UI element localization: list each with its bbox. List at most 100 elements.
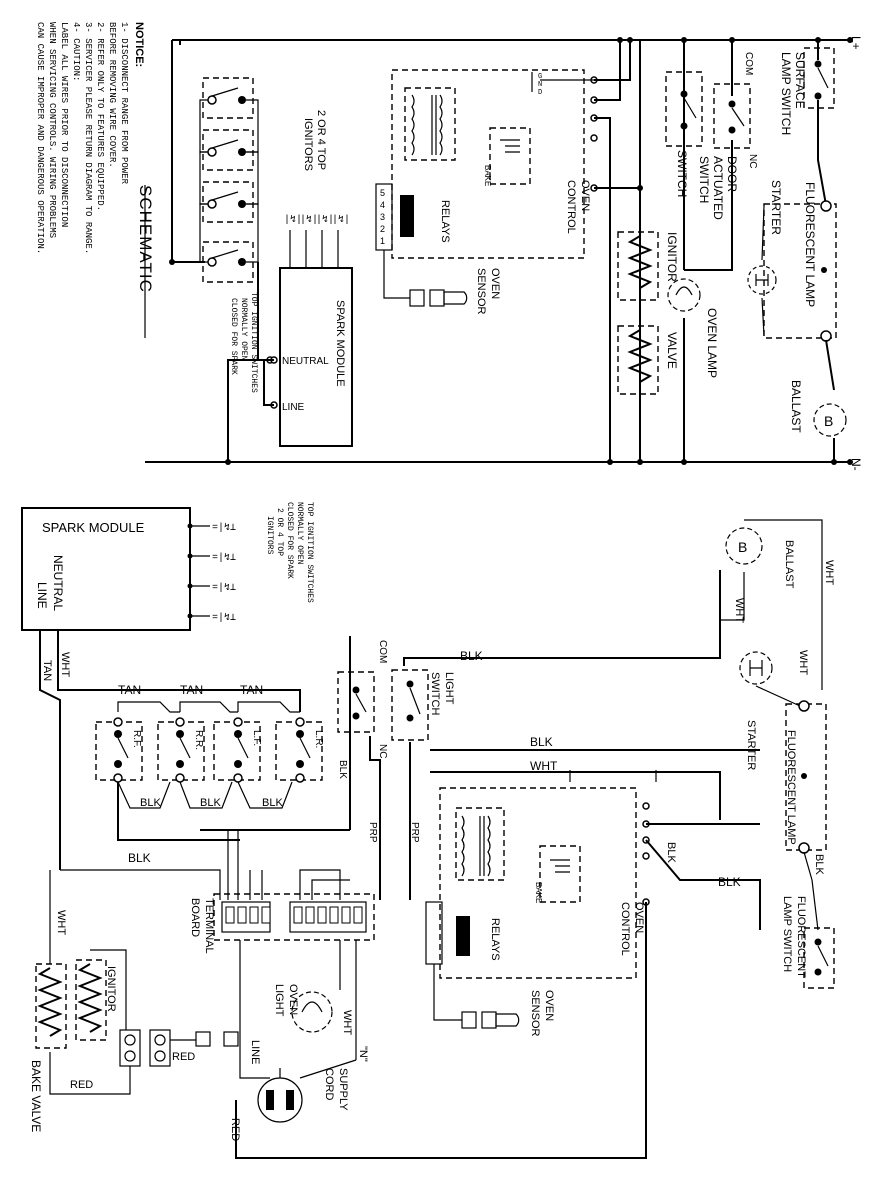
svg-text:WHT: WHT: [797, 650, 809, 675]
svg-text:NEUTRAL: NEUTRAL: [51, 555, 65, 611]
svg-text:WHT: WHT: [341, 1010, 353, 1035]
svg-text:FLUORESCENT LAMP: FLUORESCENT LAMP: [803, 182, 817, 307]
svg-text:FLUORESCENT: FLUORESCENT: [795, 896, 807, 978]
svg-text:SUPPLY: SUPPLY: [337, 1068, 349, 1111]
oven-sensor-wiring: OVEN SENSOR: [433, 964, 555, 1037]
svg-text:3: 3: [380, 212, 385, 222]
svg-text:BLK: BLK: [262, 797, 283, 809]
top-ignition-note-wiring: TOP IGNITION SWITCHES NORMALLY OPEN CLOS…: [265, 502, 314, 603]
oven-sensor-schematic: OVEN SENSOR: [383, 250, 501, 315]
svg-text:PRP: PRP: [367, 822, 378, 843]
svg-text:OVEN: OVEN: [633, 902, 645, 933]
notice-line: 3- SERVICER PLEASE RETURN DIAGRAM TO RAN…: [83, 22, 93, 254]
svg-text:TAN: TAN: [118, 683, 141, 697]
svg-text:TERMINAL: TERMINAL: [203, 898, 215, 954]
svg-text:LINE: LINE: [249, 1040, 261, 1064]
svg-text:G: G: [538, 73, 542, 81]
svg-text:WHT: WHT: [530, 759, 558, 773]
svg-text:WHT: WHT: [733, 598, 745, 623]
svg-text:IGNITOR: IGNITOR: [665, 232, 679, 282]
svg-text:N: N: [538, 81, 542, 89]
svg-text:WHT: WHT: [823, 560, 835, 585]
svg-text:BLK: BLK: [460, 649, 483, 663]
notice-line: LABEL ALL WIRES PRIOR TO DISCONNECTION: [59, 22, 69, 227]
svg-text:SPARK MODULE: SPARK MODULE: [42, 520, 145, 535]
svg-text:BLK: BLK: [140, 797, 161, 809]
svg-text:LIGHT: LIGHT: [273, 984, 285, 1017]
svg-text:TAN: TAN: [180, 683, 203, 697]
svg-text:IGNITORS: IGNITORS: [265, 516, 274, 555]
oven-light-wiring: OVEN LIGHT WHT: [273, 940, 357, 1060]
svg-text:SENSOR: SENSOR: [529, 990, 541, 1037]
svg-text:NORMALLY OPEN: NORMALLY OPEN: [239, 298, 248, 361]
svg-text:|↯|: |↯|: [300, 214, 318, 226]
notice-line: 1- DISCONNECT RANGE FROM POWER: [119, 22, 129, 185]
svg-text:BAKE VALVE: BAKE VALVE: [29, 1060, 43, 1132]
svg-text:=|↯⊥: =|↯⊥: [212, 522, 236, 534]
svg-text:OVEN: OVEN: [287, 984, 299, 1015]
svg-text:CONTROL: CONTROL: [619, 902, 631, 956]
svg-text:LAMP SWITCH: LAMP SWITCH: [781, 896, 793, 972]
ignitor-bake-valve: IGNITOR BAKE VALVE WHT RED RED RED: [29, 870, 241, 1141]
svg-text:WHT: WHT: [55, 910, 67, 935]
notice-line: WHEN SERVICING CONTROLS. WIRING PROBLEMS: [47, 22, 57, 238]
svg-text:BAKE: BAKE: [534, 882, 543, 903]
svg-text:4: 4: [380, 200, 385, 210]
svg-text:RELAYS: RELAYS: [489, 918, 501, 961]
surface-lamp-switch-schematic: SURFACE LAMP SWITCH: [779, 37, 835, 206]
svg-text:TAN: TAN: [240, 683, 263, 697]
svg-text:L.R.: L.R.: [313, 730, 324, 748]
top-ignition-note: TOP IGNITION SWITCHES NORMALLY OPEN CLOS…: [229, 292, 258, 393]
svg-text:BLK: BLK: [200, 797, 221, 809]
svg-text:B: B: [824, 413, 833, 429]
line-label: LINE: [282, 402, 305, 413]
svg-text:OVEN: OVEN: [489, 268, 501, 299]
svg-text:BOARD: BOARD: [189, 898, 201, 937]
fluorescent-lamp-schematic: FLUORESCENT LAMP STARTER B BALLAST: [747, 180, 847, 465]
top-ignition-switches: [199, 77, 259, 283]
svg-text:=|↯⊥: =|↯⊥: [212, 612, 236, 624]
ignitors-label: 2 OR 4 TOP: [315, 110, 327, 170]
svg-text:FLUORESCENT LAMP: FLUORESCENT LAMP: [785, 730, 797, 845]
svg-text:|↯|: |↯|: [284, 214, 302, 226]
svg-text:PRP: PRP: [409, 822, 420, 843]
svg-text:OVEN LAMP: OVEN LAMP: [705, 308, 719, 378]
svg-text:R.R.: R.R.: [193, 730, 204, 750]
oven-control-wiring: BAKE RELAYS OVEN CONTROL: [425, 770, 657, 979]
spark-module-label: SPARK MODULE: [334, 300, 346, 387]
wiring-section: SPARK MODULE NEUTRAL LINE =|↯⊥ =|↯⊥ =|↯⊥…: [21, 502, 835, 1159]
notice-title: NOTICE:: [133, 22, 145, 67]
svg-text:TOP IGNITION SWITCHES: TOP IGNITION SWITCHES: [249, 292, 258, 393]
svg-text:BALLAST: BALLAST: [789, 380, 803, 433]
svg-text:=|↯⊥: =|↯⊥: [212, 582, 236, 594]
svg-text:CLOSED FOR SPARK: CLOSED FOR SPARK: [229, 298, 238, 375]
svg-text:TAN: TAN: [41, 660, 53, 681]
notice-line: CAN CAUSE IMPROPER AND DANGEROUS OPERATI…: [35, 22, 45, 254]
svg-text:NORMALLY OPEN: NORMALLY OPEN: [295, 502, 304, 565]
door-switch-wiring: COM NC BLK PRP: [337, 636, 388, 900]
svg-text:CORD: CORD: [323, 1068, 335, 1100]
notice-line: BEFORE REMOVING WIRE COVER.: [107, 22, 117, 168]
door-actuated-switch-schematic: COM NC DOOR ACTUATED SWITCH: [684, 37, 758, 271]
svg-text:CLOSED FOR SPARK: CLOSED FOR SPARK: [285, 502, 294, 579]
neutral-label: NEUTRAL: [282, 356, 329, 367]
svg-text:SENSOR: SENSOR: [475, 268, 487, 315]
ignitors-label: IGNITORS: [302, 118, 314, 171]
light-switch-wiring: LIGHT SWITCH BLK PRP: [391, 570, 721, 900]
svg-text:BLK: BLK: [530, 735, 553, 749]
svg-text:STARTER: STARTER: [769, 180, 783, 235]
spark-module-wiring: SPARK MODULE NEUTRAL LINE =|↯⊥ =|↯⊥ =|↯⊥…: [21, 507, 236, 631]
oven-control-schematic: BAKE RELAYS OVEN CONTROL G N D 5 4 3 2 1: [375, 69, 598, 259]
oven-control-label: OVEN: [579, 180, 591, 211]
svg-text:5: 5: [380, 188, 385, 198]
svg-text:2: 2: [380, 224, 385, 234]
svg-text:2 OR 4 TOP: 2 OR 4 TOP: [275, 508, 284, 556]
svg-text:SWITCH: SWITCH: [429, 672, 441, 715]
svg-text:SURFACE: SURFACE: [793, 52, 807, 109]
svg-text:WHT: WHT: [59, 652, 71, 677]
svg-text:BLK: BLK: [665, 842, 677, 863]
svg-text:LINE: LINE: [35, 582, 49, 609]
svg-text:TOP IGNITION SWITCHES: TOP IGNITION SWITCHES: [305, 502, 314, 603]
svg-text:BLK: BLK: [813, 854, 825, 875]
svg-text:|↯|: |↯|: [316, 214, 334, 226]
